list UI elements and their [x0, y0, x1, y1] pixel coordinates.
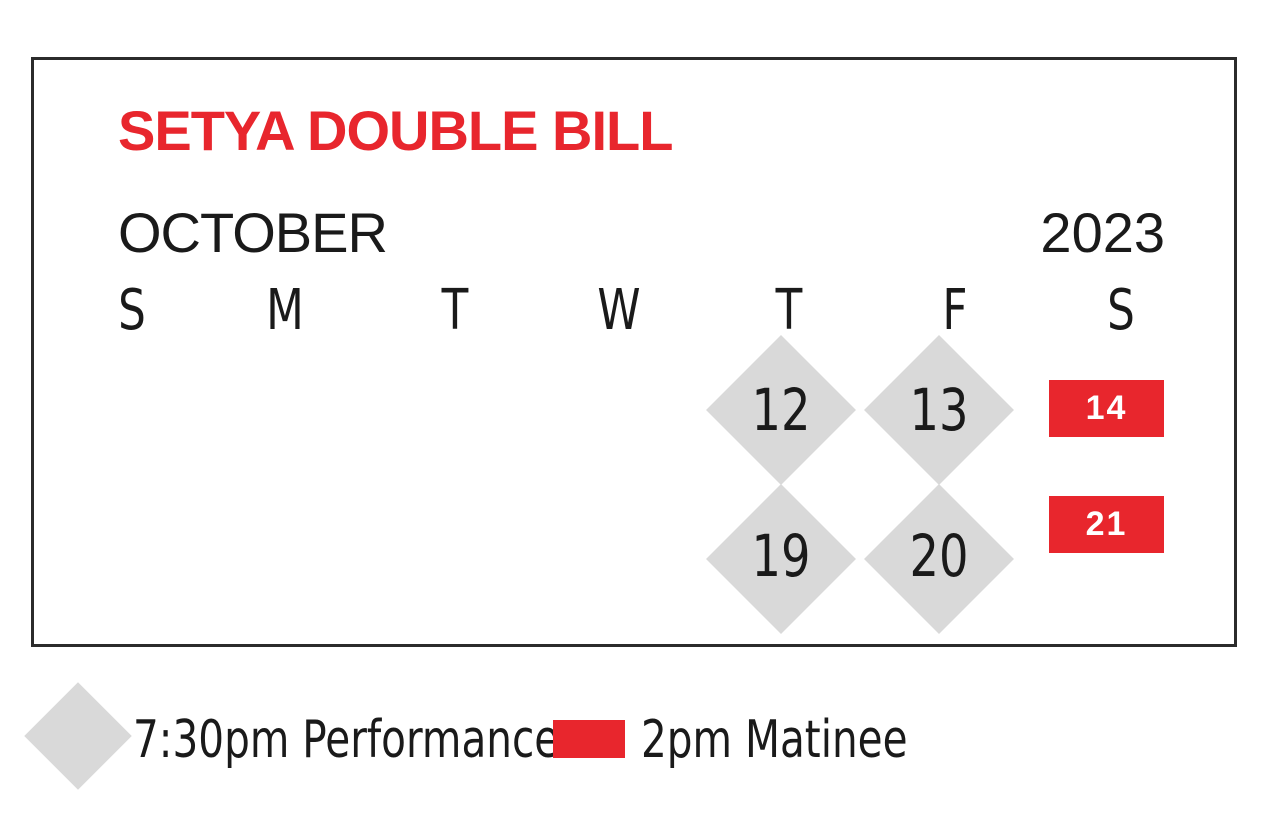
weekday-friday: F	[942, 278, 968, 343]
date-20: 20	[909, 522, 969, 590]
weekday-monday: M	[266, 278, 304, 343]
matinee-date-14: 14	[1049, 380, 1164, 437]
legend-matinee-label: 2pm Matinee	[641, 710, 908, 770]
weekday-thursday: T	[775, 278, 803, 343]
legend-performance-diamond-icon	[24, 682, 132, 790]
event-title: SETYA DOUBLE BILL	[118, 99, 673, 162]
weekday-tuesday: T	[441, 278, 469, 343]
matinee-date-21: 21	[1049, 496, 1164, 553]
date-19: 19	[751, 522, 811, 590]
weekday-saturday: S	[1107, 278, 1135, 343]
month-label: OCTOBER	[118, 201, 388, 264]
weekday-wednesday: W	[597, 278, 641, 343]
date-13: 13	[909, 376, 969, 444]
weekday-sunday: S	[118, 278, 146, 343]
legend-matinee-square-icon	[553, 720, 625, 758]
legend-performance-label: 7:30pm Performance	[133, 710, 560, 770]
date-12: 12	[751, 376, 811, 444]
calendar-frame	[31, 57, 1237, 647]
year-label: 2023	[1040, 201, 1165, 264]
